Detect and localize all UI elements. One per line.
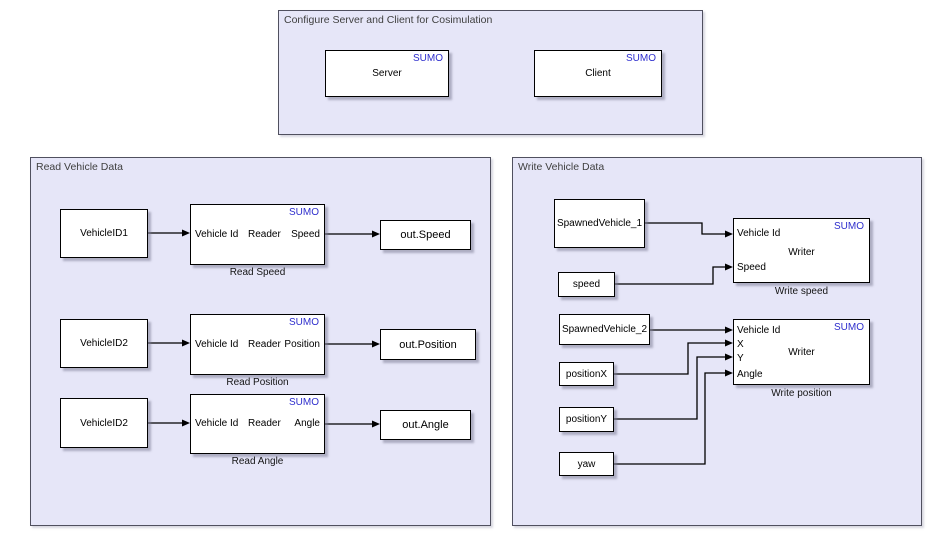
caption-write-position: Write position: [771, 388, 832, 399]
sumo-badge: SUMO: [289, 207, 319, 218]
out-position-label: out.Position: [399, 338, 457, 351]
port-in-angle: Angle: [737, 369, 763, 380]
client-block-label: Client: [585, 68, 611, 79]
port-in-y: Y: [737, 353, 744, 364]
block-yaw[interactable]: yaw: [559, 452, 614, 476]
block-write-speed[interactable]: SUMO Vehicle Id Writer Speed: [733, 218, 870, 283]
block-spawnedvehicle-2[interactable]: SpawnedVehicle_2: [559, 314, 650, 345]
block-read-position[interactable]: SUMO Vehicle Id Reader Position: [190, 314, 325, 375]
positiony-label: positionY: [565, 414, 608, 425]
port-in-x: X: [737, 339, 744, 350]
block-read-angle[interactable]: SUMO Vehicle Id Reader Angle: [190, 394, 325, 454]
reader-type-label: Reader: [248, 228, 281, 240]
spawnedvehicle2-label: SpawnedVehicle_2: [561, 324, 648, 335]
block-vehicleid2-a[interactable]: VehicleID2: [60, 319, 148, 368]
area-configure-title: Configure Server and Client for Cosimula…: [284, 14, 493, 26]
block-out-position[interactable]: out.Position: [380, 329, 476, 360]
vehicleid2-label: VehicleID2: [80, 338, 128, 349]
block-out-speed[interactable]: out.Speed: [380, 220, 471, 250]
block-out-angle[interactable]: out.Angle: [380, 410, 471, 440]
positionx-label: positionX: [565, 368, 608, 380]
block-vehicleid2-b[interactable]: VehicleID2: [60, 398, 148, 448]
out-angle-label: out.Angle: [402, 419, 449, 431]
port-in-vehicle-id: Vehicle Id: [737, 228, 781, 239]
area-read-title: Read Vehicle Data: [36, 161, 123, 173]
caption-read-angle: Read Angle: [231, 456, 284, 467]
port-out-speed: Speed: [291, 228, 320, 240]
block-spawnedvehicle-1[interactable]: SpawnedVehicle_1: [554, 199, 645, 248]
vehicleid2-label: VehicleID2: [80, 417, 128, 429]
server-block-label: Server: [372, 68, 402, 79]
port-in-vehicle-id: Vehicle Id: [195, 338, 239, 350]
port-in-vehicle-id: Vehicle Id: [195, 418, 239, 429]
block-read-speed[interactable]: SUMO Vehicle Id Reader Speed: [190, 204, 325, 265]
caption-read-position: Read Position: [226, 377, 289, 388]
sumo-badge: SUMO: [834, 221, 864, 232]
yaw-label: yaw: [577, 458, 596, 470]
writer-type-label: Writer: [788, 247, 815, 258]
block-positionx[interactable]: positionX: [559, 362, 614, 386]
caption-write-speed: Write speed: [774, 286, 829, 297]
port-out-angle: Angle: [294, 418, 320, 429]
block-sumo-server[interactable]: SUMO Server: [325, 50, 449, 97]
spawnedvehicle1-label: SpawnedVehicle_1: [556, 218, 643, 229]
block-write-position[interactable]: SUMO Vehicle Id X Y Angle Writer: [733, 319, 870, 385]
reader-type-label: Reader: [248, 338, 281, 350]
port-in-speed: Speed: [737, 262, 766, 273]
sumo-badge: SUMO: [413, 53, 443, 64]
block-vehicleid1[interactable]: VehicleID1: [60, 209, 148, 258]
reader-type-label: Reader: [248, 418, 281, 429]
caption-read-speed: Read Speed: [229, 267, 286, 278]
port-in-vehicle-id: Vehicle Id: [195, 228, 239, 240]
port-in-vehicle-id: Vehicle Id: [737, 325, 781, 336]
speed-label: speed: [572, 279, 601, 290]
sumo-badge: SUMO: [834, 322, 864, 333]
sumo-badge: SUMO: [289, 397, 319, 408]
sumo-badge: SUMO: [626, 53, 656, 64]
sumo-badge: SUMO: [289, 317, 319, 328]
area-write-title: Write Vehicle Data: [518, 161, 605, 173]
out-speed-label: out.Speed: [400, 229, 451, 241]
block-sumo-client[interactable]: SUMO Client: [534, 50, 662, 97]
block-positiony[interactable]: positionY: [559, 407, 614, 432]
writer-type-label: Writer: [788, 347, 815, 358]
block-speed[interactable]: speed: [558, 272, 615, 297]
port-out-position: Position: [284, 338, 320, 350]
vehicleid1-label: VehicleID1: [80, 228, 128, 239]
